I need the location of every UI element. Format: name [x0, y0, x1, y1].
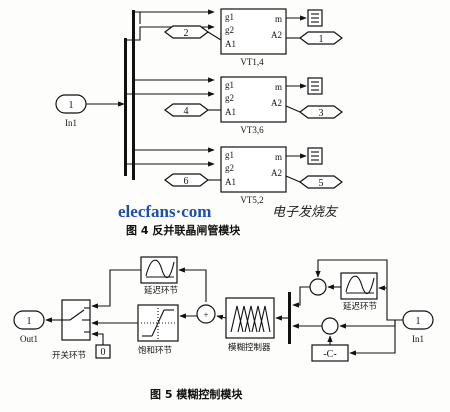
fig4-bus-right — [132, 10, 135, 180]
thyristor-block-vt52[interactable]: g1 g2 A1 m A2 VT5,2 — [220, 146, 287, 205]
sum-block-left[interactable]: + — [196, 304, 216, 324]
svg-text:6: 6 — [184, 176, 189, 187]
svg-text:A2: A2 — [271, 98, 282, 108]
svg-text:1: 1 — [27, 316, 32, 327]
svg-text:5: 5 — [319, 178, 324, 189]
gain-block[interactable]: -C- — [311, 344, 349, 362]
fig4-inport-label: In1 — [65, 118, 77, 128]
svg-text:g2: g2 — [225, 25, 234, 35]
svg-text:4: 4 — [184, 106, 189, 117]
svg-text:A1: A1 — [225, 177, 236, 187]
watermark-brand: elecfans·com — [118, 202, 211, 221]
figure5-caption: 图 5 模糊控制模块 — [150, 387, 243, 401]
thyristor-name: VT5,2 — [240, 195, 263, 205]
fig4-inport-number: 1 — [69, 100, 74, 111]
svg-text:2: 2 — [184, 28, 189, 39]
svg-text:A1: A1 — [225, 107, 236, 117]
svg-text:g2: g2 — [225, 93, 234, 103]
watermark-cn: 电子发烧友 — [272, 204, 339, 219]
svg-text:A1: A1 — [225, 39, 236, 49]
fig4-bus-left — [124, 38, 127, 176]
fuzzy-controller-block[interactable] — [225, 297, 275, 339]
svg-text:+: + — [203, 310, 208, 320]
measure-bus-icon — [307, 9, 323, 27]
measure-bus-icon — [307, 147, 323, 165]
fig5-outport[interactable]: 1 Out1 — [13, 310, 45, 344]
fig4-from-3[interactable]: 3 — [299, 105, 343, 119]
svg-text:In1: In1 — [412, 334, 424, 344]
fig4-goto-4[interactable]: 4 — [164, 103, 209, 117]
svg-text:Out1: Out1 — [20, 334, 38, 344]
figure4-caption: 图 4 反并联晶闸管模块 — [126, 223, 241, 237]
transport-delay-right[interactable] — [340, 272, 378, 300]
svg-text:1: 1 — [319, 34, 324, 45]
svg-text:m: m — [275, 14, 282, 24]
constant-block[interactable]: 0 — [95, 344, 111, 359]
saturation-label: 饱和环节 — [138, 345, 173, 356]
fig4-from-1[interactable]: 1 — [299, 31, 343, 45]
svg-text:g1: g1 — [225, 150, 234, 160]
sum-block-right[interactable] — [309, 278, 327, 296]
switch-label: 开关环节 — [52, 350, 87, 361]
mux-bar — [288, 292, 291, 344]
sum-block-lower[interactable] — [321, 317, 339, 335]
thyristor-block-vt36[interactable]: g1 g2 A1 m A2 VT3,6 — [220, 76, 287, 135]
thyristor-name: VT1,4 — [240, 57, 264, 67]
svg-text:0: 0 — [101, 347, 106, 358]
saturation-block[interactable] — [137, 304, 179, 342]
svg-text:1: 1 — [416, 316, 421, 327]
fig5-inport[interactable]: 1 In1 — [402, 310, 434, 344]
transport-delay-top[interactable] — [140, 256, 178, 284]
delay-right-label: 延迟环节 — [343, 301, 378, 312]
thyristor-block-vt14[interactable]: g1 g2 A1 m A2 VT1,4 — [220, 8, 287, 67]
svg-text:m: m — [275, 82, 282, 92]
fig4-goto-6[interactable]: 6 — [164, 173, 209, 187]
svg-text:g1: g1 — [225, 80, 234, 90]
svg-text:A2: A2 — [271, 30, 282, 40]
thyristor-name: VT3,6 — [240, 125, 264, 135]
svg-text:A2: A2 — [271, 168, 282, 178]
delay-top-label: 延迟环节 — [144, 285, 179, 296]
svg-text:g2: g2 — [225, 163, 234, 173]
measure-bus-icon — [307, 77, 323, 95]
svg-text:-C-: -C- — [323, 349, 336, 360]
fig4-goto-2[interactable]: 2 — [164, 25, 209, 39]
svg-text:m: m — [275, 152, 282, 162]
svg-text:3: 3 — [319, 108, 324, 119]
fig4-from-5[interactable]: 5 — [299, 175, 343, 189]
svg-text:g1: g1 — [225, 12, 234, 22]
switch-block[interactable] — [61, 299, 91, 341]
fig4-inport[interactable]: 1 In1 — [55, 94, 87, 128]
fuzzy-label: 模糊控制器 — [228, 342, 271, 353]
